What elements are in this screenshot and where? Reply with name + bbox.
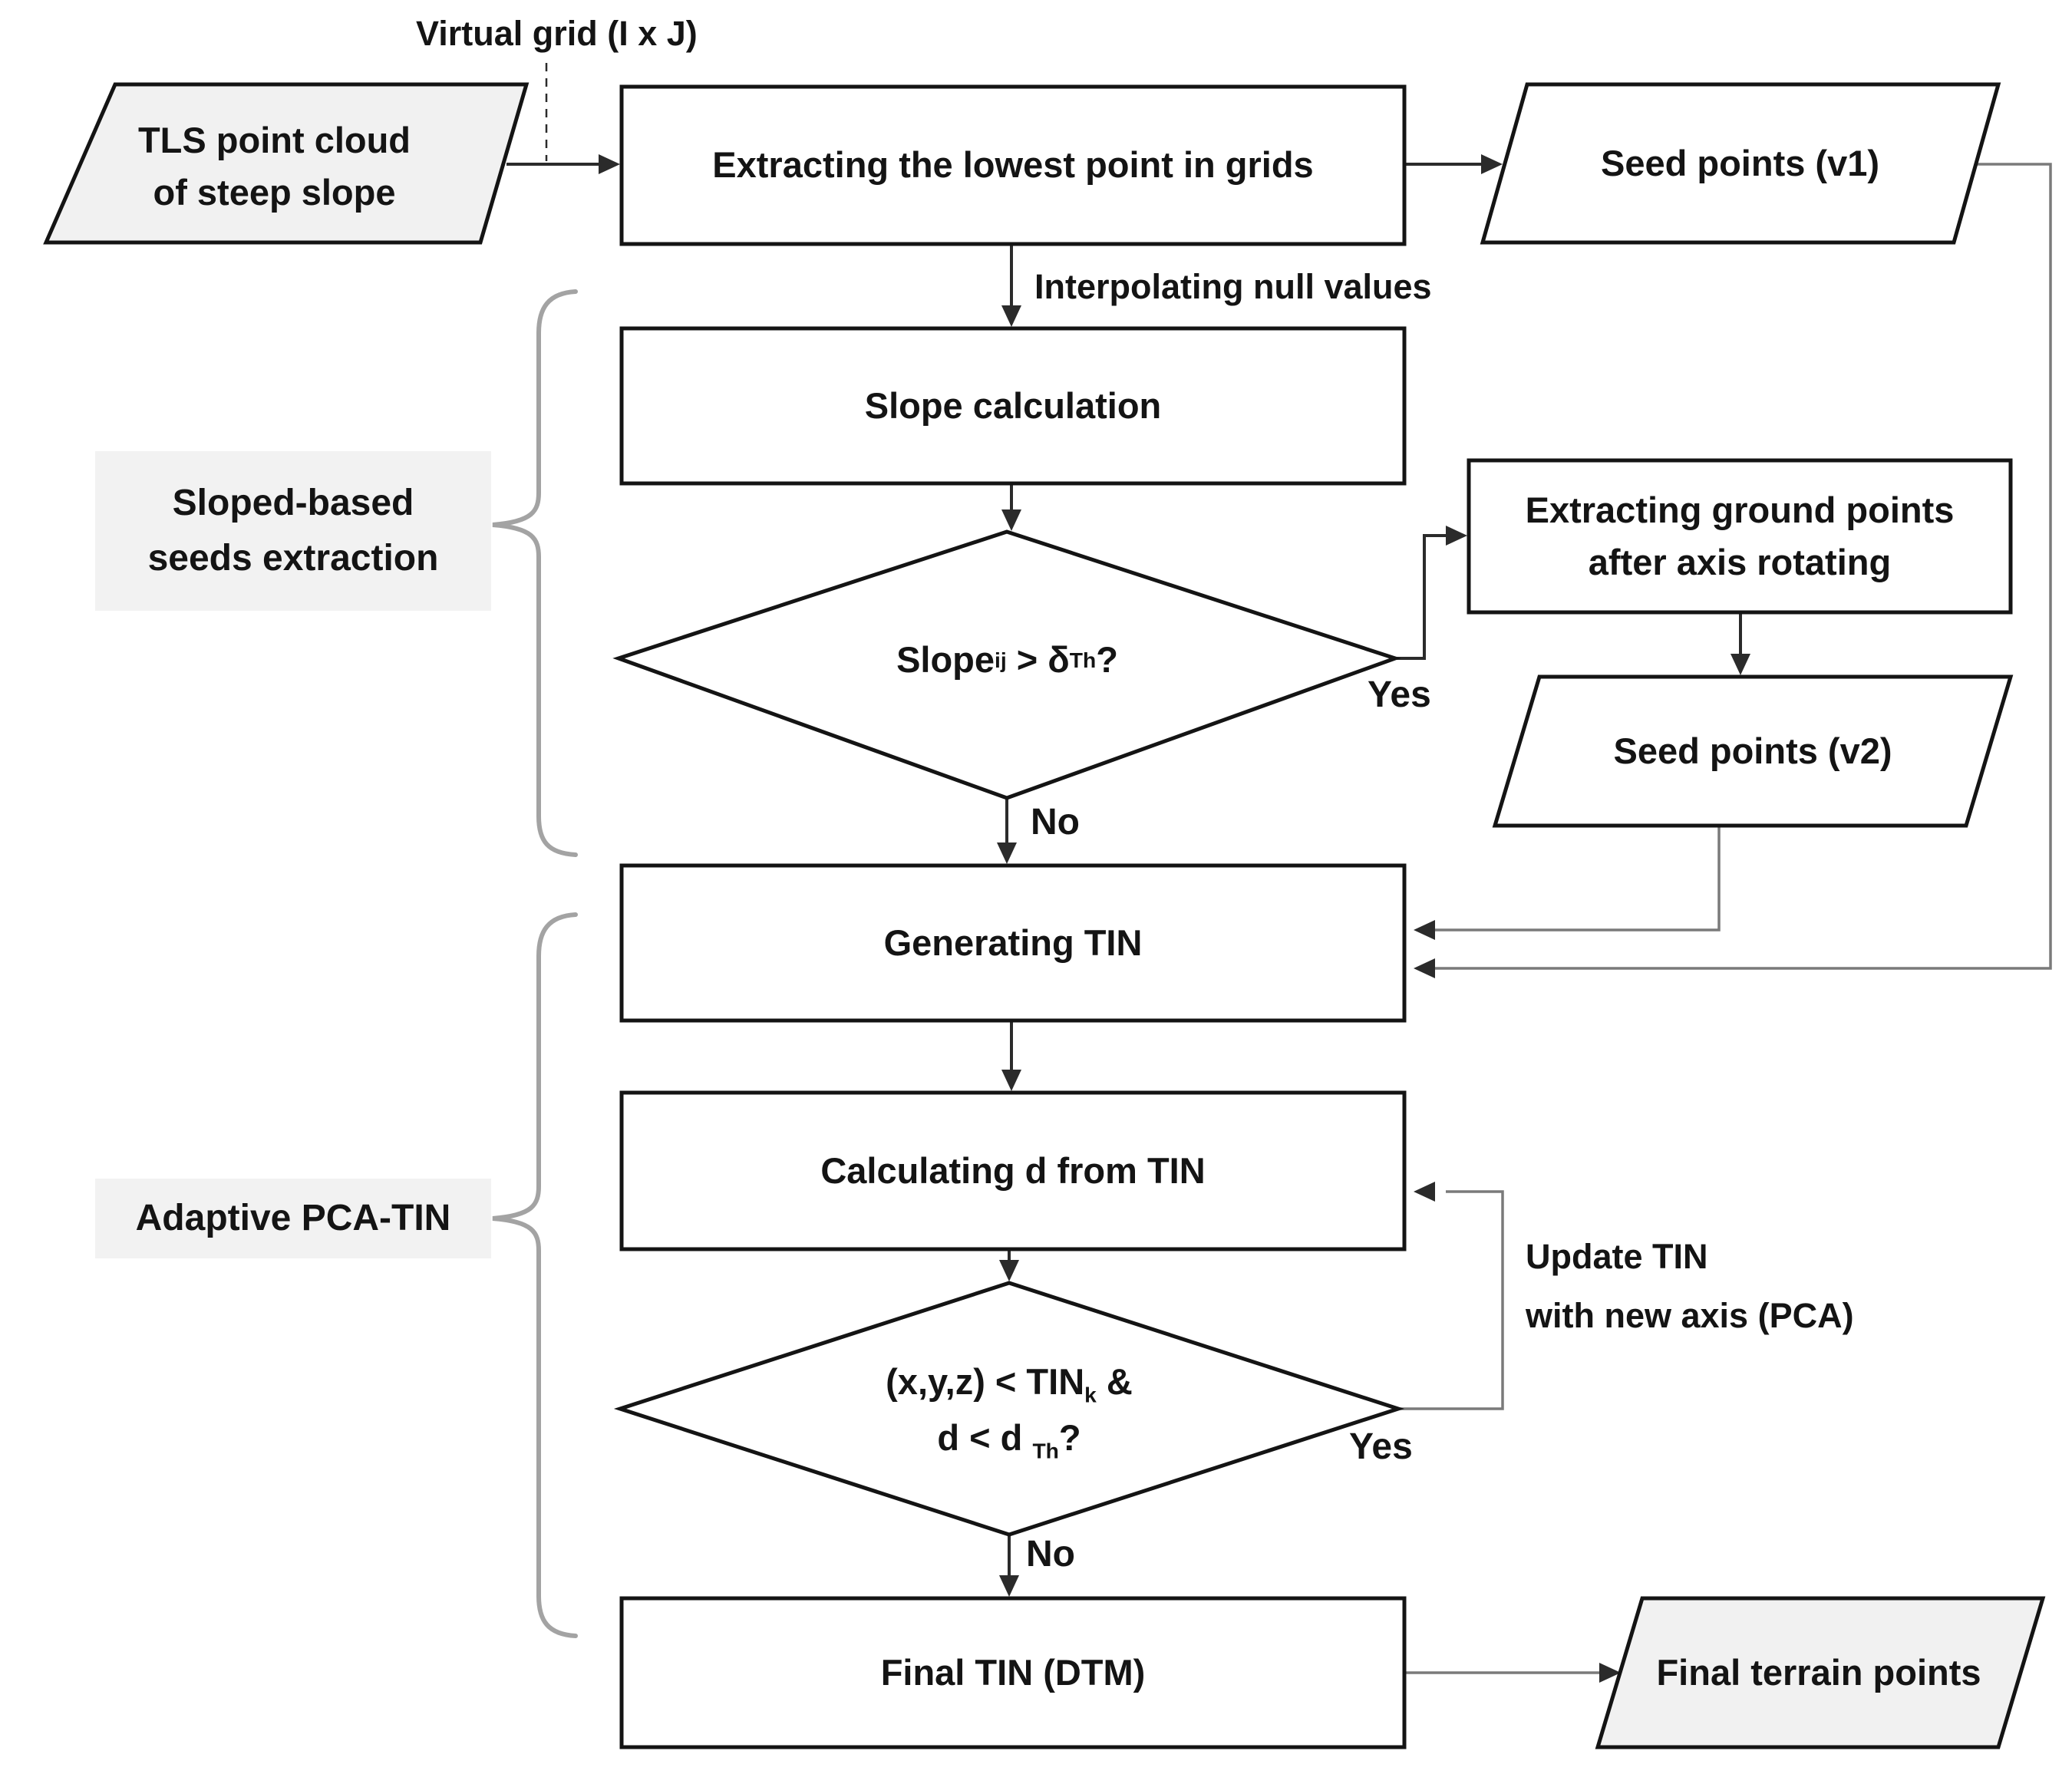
generating-tin-label: Generating TIN xyxy=(883,922,1143,963)
extract-lowest-box xyxy=(619,84,1407,246)
seed-points-v1-label: Seed points (v1) xyxy=(1600,142,1879,183)
no1-label: No xyxy=(1031,802,1080,843)
slope-decision-end: ? xyxy=(1096,638,1118,680)
arrowhead-tin-to-calculating xyxy=(1001,1070,1021,1091)
slope-calculation-box xyxy=(619,326,1407,486)
brace-sloped-group xyxy=(492,289,578,857)
distance-decision-line1-pre: (x,y,z) < TIN xyxy=(886,1361,1085,1403)
edge-yes1-to-extract-ground xyxy=(1395,534,1447,660)
edge-seedv1-to-generating-tin xyxy=(1426,163,2052,970)
virtual-grid-label: Virtual grid (I x J) xyxy=(416,14,698,54)
calculating-d-box xyxy=(619,1090,1407,1251)
extract-ground-label: Extracting ground points after axis rota… xyxy=(1469,460,2011,612)
tls-point-cloud-parallelogram xyxy=(43,82,530,245)
arrowhead-yes2-update-tin-loop xyxy=(1414,1182,1435,1202)
distance-decision-diamond xyxy=(613,1281,1405,1537)
extract-lowest-label: Extracting the lowest point in grids xyxy=(712,144,1314,186)
arrowhead-seedv1-to-generating-tin xyxy=(1414,958,1435,978)
arrowhead-no1-to-generating-tin xyxy=(997,842,1017,864)
sloped-group-line2: seeds extraction xyxy=(147,538,439,579)
sloped-group-label: Sloped-based seeds extraction xyxy=(95,451,491,611)
distance-decision-line1-sub: k xyxy=(1084,1382,1097,1407)
generating-tin-box xyxy=(619,863,1407,1023)
arrowhead-extract-to-seedv1 xyxy=(1481,154,1503,174)
yes1-label: Yes xyxy=(1368,674,1431,716)
arrowhead-no2-to-final-tin xyxy=(999,1575,1019,1597)
distance-decision-line1: (x,y,z) < TINk & xyxy=(886,1354,1133,1410)
slope-decision-mid: > δ xyxy=(1006,638,1070,680)
tls-point-cloud-line1: TLS point cloud xyxy=(137,119,411,160)
update-tin-line2: with new axis (PCA) xyxy=(1526,1295,1854,1335)
final-tin-label: Final TIN (DTM) xyxy=(880,1651,1146,1693)
slope-decision-pre: Slope xyxy=(896,638,995,680)
slope-decision-diamond xyxy=(612,529,1401,800)
sloped-group-line1: Sloped-based xyxy=(172,483,414,523)
edge-yes2-update-tin-loop xyxy=(1398,1190,1504,1410)
arrowhead-final-tin-to-terrain xyxy=(1599,1663,1621,1683)
extract-ground-line2: after axis rotating xyxy=(1588,542,1892,582)
extract-ground-box xyxy=(1467,458,2013,615)
arrowhead-yes1-to-extract-ground xyxy=(1446,526,1467,546)
distance-decision-line2-end: ? xyxy=(1058,1417,1081,1458)
distance-decision-line2: d < d Th? xyxy=(937,1410,1081,1466)
extract-ground-line1: Extracting ground points xyxy=(1525,489,1955,530)
update-tin-line1: Update TIN xyxy=(1526,1237,1708,1276)
distance-decision-line1-end: & xyxy=(1096,1361,1133,1403)
seed-points-v1-parallelogram xyxy=(1480,82,2001,245)
final-terrain-label: Final terrain points xyxy=(1656,1651,1981,1693)
seed-points-v2-parallelogram xyxy=(1492,674,2014,828)
distance-decision-label: (x,y,z) < TINk & d < d Th? xyxy=(664,1341,1354,1479)
final-tin-box xyxy=(619,1596,1407,1749)
arrowhead-calculating-to-decision2 xyxy=(999,1260,1019,1281)
tls-point-cloud-label: TLS point cloud of steep slope xyxy=(50,94,499,239)
interpolating-label: Interpolating null values xyxy=(1034,267,1432,307)
update-tin-label: Update TIN with new axis (PCA) xyxy=(1526,1228,2024,1345)
edge-seedv2-to-generating-tin xyxy=(1426,826,1721,932)
tls-point-cloud-line2: of steep slope xyxy=(153,172,396,213)
adaptive-group-label: Adaptive PCA-TIN xyxy=(95,1179,491,1258)
arrowhead-tls-to-extract xyxy=(599,154,620,174)
slope-calculation-label: Slope calculation xyxy=(864,384,1162,426)
distance-decision-line2-pre: d < d xyxy=(937,1417,1033,1458)
arrowhead-extract-ground-to-seedv2 xyxy=(1731,654,1750,675)
no2-label: No xyxy=(1026,1534,1075,1575)
final-terrain-parallelogram xyxy=(1595,1596,2046,1749)
distance-decision-line2-sub: Th xyxy=(1032,1438,1059,1463)
arrowhead-extract-to-slope xyxy=(1001,305,1021,327)
brace-adaptive-group xyxy=(492,912,578,1638)
seed-points-v2-label: Seed points (v2) xyxy=(1613,730,1892,771)
arrowhead-seedv2-to-generating-tin xyxy=(1414,920,1435,940)
yes2-label: Yes xyxy=(1349,1426,1413,1468)
calculating-d-label: Calculating d from TIN xyxy=(820,1149,1206,1191)
arrowhead-slope-to-decision1 xyxy=(1001,509,1021,531)
